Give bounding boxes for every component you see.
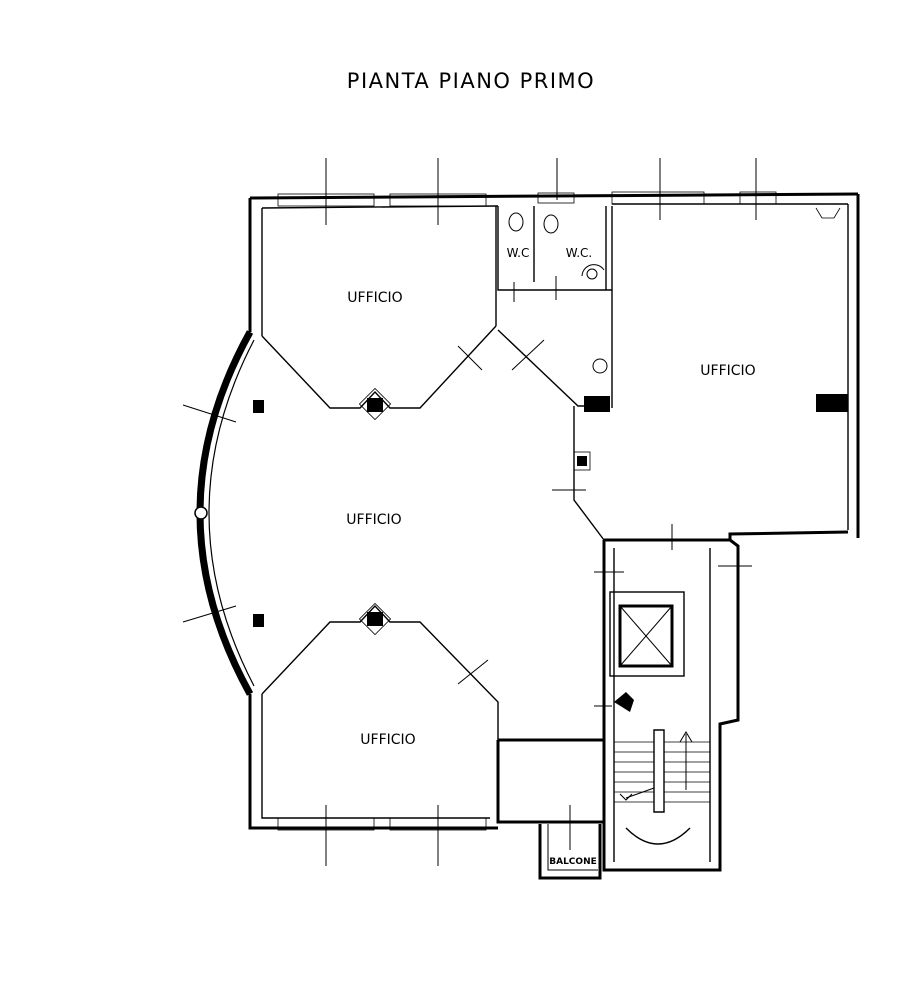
bottom-left-office-walls [253, 400, 499, 740]
office-center-label: UFFICIO [346, 512, 401, 528]
office-right-label: UFFICIO [700, 363, 755, 379]
right-office-walls [815, 207, 848, 412]
office-top-left-label: UFFICIO [347, 290, 402, 306]
window-axes [277, 158, 777, 866]
wc-block: W.C W.C. [497, 206, 612, 302]
plan-title: PIANTA PIANO PRIMO [347, 69, 595, 93]
wc-right-label: W.C. [566, 246, 593, 260]
balcony-label: BALCONE [549, 857, 597, 867]
curved-facade [182, 330, 255, 696]
corridor-walls [497, 206, 752, 573]
stair-steps [614, 741, 710, 803]
lift-and-stairs [594, 591, 710, 845]
outer-walls [248, 192, 860, 880]
column-marker [194, 506, 208, 520]
top-left-office-walls [261, 206, 497, 421]
wc-left-label: W.C [507, 246, 530, 260]
office-bottom-left-label: UFFICIO [360, 732, 415, 748]
